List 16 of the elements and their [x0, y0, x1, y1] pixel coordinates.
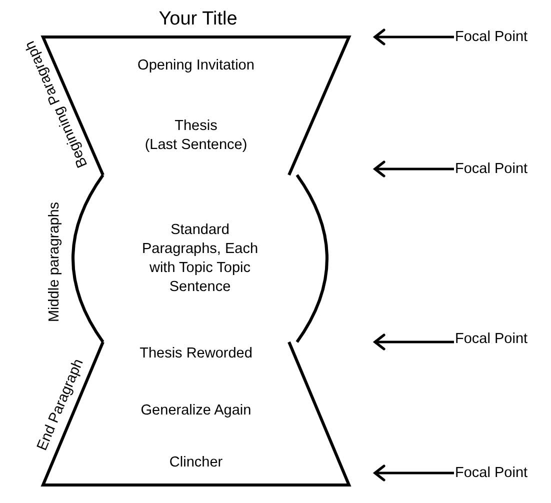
- section-text: Standard Paragraphs, Each with Topic Topic Sentence: [141, 221, 259, 297]
- title: Your Title: [158, 8, 238, 30]
- focal-point-label: Focal Point: [455, 330, 528, 348]
- focal-point-label: Focal Point: [455, 464, 528, 482]
- arrow: [374, 464, 454, 482]
- section-heading: Middle paragraphs: [46, 202, 64, 322]
- section-text: Clincher: [169, 454, 223, 472]
- section-text: Thesis (Last Sentence): [144, 117, 248, 155]
- arrow: [374, 334, 454, 350]
- section-text: Thesis Reworded: [140, 344, 252, 364]
- arrow: [374, 160, 454, 178]
- section-text: Opening Invitation: [138, 56, 254, 76]
- focal-point-label: Focal Point: [455, 160, 528, 178]
- section-text: Generalize Again: [140, 402, 252, 420]
- arrow: [374, 28, 454, 46]
- focal-point-label: Focal Point: [455, 28, 528, 46]
